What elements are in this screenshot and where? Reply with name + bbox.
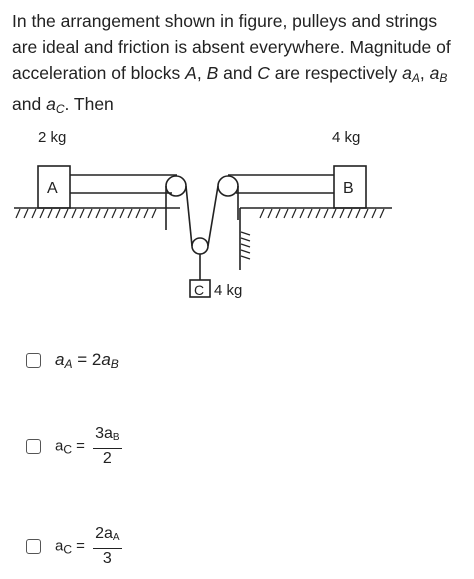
ground-right-hatch [259,208,385,219]
opt2-num-sub: B [112,432,120,443]
opt3-numerator: 2aA [93,525,122,549]
pulley-right [217,175,239,197]
block-a [37,165,71,209]
option-1[interactable]: aA = 2aB [26,350,119,371]
opt2-lhs-sub: C [63,442,73,457]
wall-hatch [240,231,251,260]
opt1-rhs: a [101,350,111,369]
option-1-text: aA = 2aB [55,350,119,371]
ground-left-hatch [15,208,157,219]
opt3-lhs-sub: C [63,542,73,557]
question-line-3: acceleration of blocks A, B and C are re… [12,63,448,85]
question-line-4: and aC. Then [12,94,114,116]
question-text: In the arrangement shown in figure, pull… [12,8,467,122]
opt3-eq: = [72,537,90,555]
opt3-den: 3 [102,550,112,567]
q-var-a2: a [429,63,440,83]
opt3-num: 2a [95,525,113,542]
q-and: and [223,63,253,83]
q-sub-c: C [55,102,65,116]
q-block-c: C [257,63,270,83]
question-line-2: are ideal and friction is absent everywh… [12,37,451,57]
option-1-checkbox[interactable] [26,353,41,368]
option-2-checkbox[interactable] [26,439,41,454]
block-c-letter: C [194,282,204,298]
q-then: Then [73,94,114,114]
q-respectively: are respectively [269,63,403,83]
opt2-num: 3a [95,425,113,442]
opt1-eq: = 2 [72,350,102,369]
q-var-a3: a [46,94,56,114]
mass-c-label: 4 kg [214,282,242,299]
opt2-lhs: a [55,437,64,455]
q-prefix: acceleration of blocks [12,63,186,83]
opt1-lhs-sub: A [64,357,73,371]
opt2-numerator: 3aB [93,425,122,449]
q-block-a: A [185,63,197,83]
pulley-left [165,175,187,197]
string-mid-left [185,185,193,247]
mass-b-label: 4 kg [332,129,360,146]
block-a-letter: A [47,180,58,197]
q-block-b: B [206,63,219,83]
opt3-num-sub: A [112,532,120,543]
opt2-den: 2 [102,450,112,467]
pulley-c [191,237,209,255]
q-var-a1: a [402,63,412,83]
opt2-eq: = [72,437,90,455]
opt1-rhs-sub: B [110,357,119,371]
opt1-lhs: a [55,350,65,369]
string-mid-right [207,185,219,247]
option-3-checkbox[interactable] [26,539,41,554]
question-line-1: In the arrangement shown in figure, pull… [12,11,438,31]
block-c [189,279,211,298]
mass-a-label: 2 kg [38,129,66,146]
q-sub-b: B [439,71,448,85]
q-sub-a: A [411,71,420,85]
block-b-letter: B [343,180,354,197]
pulley-figure: 2 kg 4 kg A B C 4 kg [14,129,392,299]
opt3-lhs: a [55,537,64,555]
q-and-2: and [12,94,42,114]
block-b [333,165,367,209]
